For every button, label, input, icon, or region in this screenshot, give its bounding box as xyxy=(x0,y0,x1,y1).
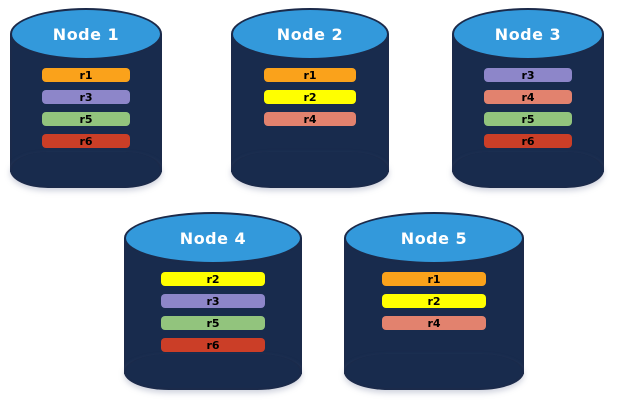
replica-bar[interactable]: r1 xyxy=(382,272,486,286)
replica-bar[interactable]: r3 xyxy=(161,294,265,308)
replica-bar[interactable]: r5 xyxy=(161,316,265,330)
replica-bar[interactable]: r5 xyxy=(484,112,572,126)
replica-bar[interactable]: r2 xyxy=(161,272,265,286)
node-cylinder-base xyxy=(231,152,389,188)
node-cylinder-base xyxy=(124,354,302,390)
node-cylinder-top: Node 4 xyxy=(124,212,302,264)
replica-label: r6 xyxy=(521,134,535,148)
node-cylinder-base xyxy=(452,152,604,188)
replica-list: r1 r2 r4 xyxy=(382,272,486,330)
replica-bar[interactable]: r5 xyxy=(42,112,130,126)
replica-bar[interactable]: r6 xyxy=(42,134,130,148)
replica-bar[interactable]: r6 xyxy=(484,134,572,148)
database-node[interactable]: Node 1 r1 r3 r5 r6 xyxy=(10,8,162,190)
node-cylinder-top: Node 2 xyxy=(231,8,389,60)
database-node[interactable]: Node 3 r3 r4 r5 r6 xyxy=(452,8,604,190)
node-cylinder-base xyxy=(10,152,162,188)
replica-label: r2 xyxy=(206,272,220,286)
replica-label: r3 xyxy=(79,90,93,104)
replica-list: r1 r3 r5 r6 xyxy=(42,68,130,148)
replica-label: r4 xyxy=(427,316,441,330)
replica-label: r1 xyxy=(79,68,93,82)
node-title: Node 4 xyxy=(179,228,247,248)
replica-label: r2 xyxy=(303,90,317,104)
replica-label: r6 xyxy=(206,338,220,352)
replica-label: r3 xyxy=(521,68,535,82)
replica-bar[interactable]: r2 xyxy=(382,294,486,308)
node-cylinder-top: Node 1 xyxy=(10,8,162,60)
node-title: Node 2 xyxy=(276,24,344,44)
replica-label: r1 xyxy=(303,68,317,82)
replica-bar[interactable]: r6 xyxy=(161,338,265,352)
replica-bar[interactable]: r4 xyxy=(484,90,572,104)
node-cylinder-top: Node 3 xyxy=(452,8,604,60)
replica-bar[interactable]: r2 xyxy=(264,90,356,104)
node-cylinder-top: Node 5 xyxy=(344,212,524,264)
replica-bar[interactable]: r1 xyxy=(264,68,356,82)
replica-label: r3 xyxy=(206,294,220,308)
replica-bar[interactable]: r4 xyxy=(382,316,486,330)
database-node[interactable]: Node 5 r1 r2 r4 xyxy=(344,212,524,392)
database-node[interactable]: Node 2 r1 r2 r4 xyxy=(231,8,389,190)
replica-label: r5 xyxy=(79,112,93,126)
replica-list: r1 r2 r4 xyxy=(264,68,356,126)
replica-list: r3 r4 r5 r6 xyxy=(484,68,572,148)
replica-label: r6 xyxy=(79,134,93,148)
replica-bar[interactable]: r4 xyxy=(264,112,356,126)
node-title: Node 1 xyxy=(52,24,120,44)
replica-label: r1 xyxy=(427,272,441,286)
database-node[interactable]: Node 4 r2 r3 r5 r6 xyxy=(124,212,302,392)
replica-bar[interactable]: r3 xyxy=(42,90,130,104)
replica-list: r2 r3 r5 r6 xyxy=(161,272,265,352)
replica-bar[interactable]: r3 xyxy=(484,68,572,82)
node-cylinder-base xyxy=(344,354,524,390)
replica-label: r5 xyxy=(206,316,220,330)
replica-label: r2 xyxy=(427,294,441,308)
replica-label: r5 xyxy=(521,112,535,126)
replica-label: r4 xyxy=(521,90,535,104)
replica-label: r4 xyxy=(303,112,317,126)
node-title: Node 5 xyxy=(400,228,468,248)
node-title: Node 3 xyxy=(494,24,562,44)
replica-bar[interactable]: r1 xyxy=(42,68,130,82)
